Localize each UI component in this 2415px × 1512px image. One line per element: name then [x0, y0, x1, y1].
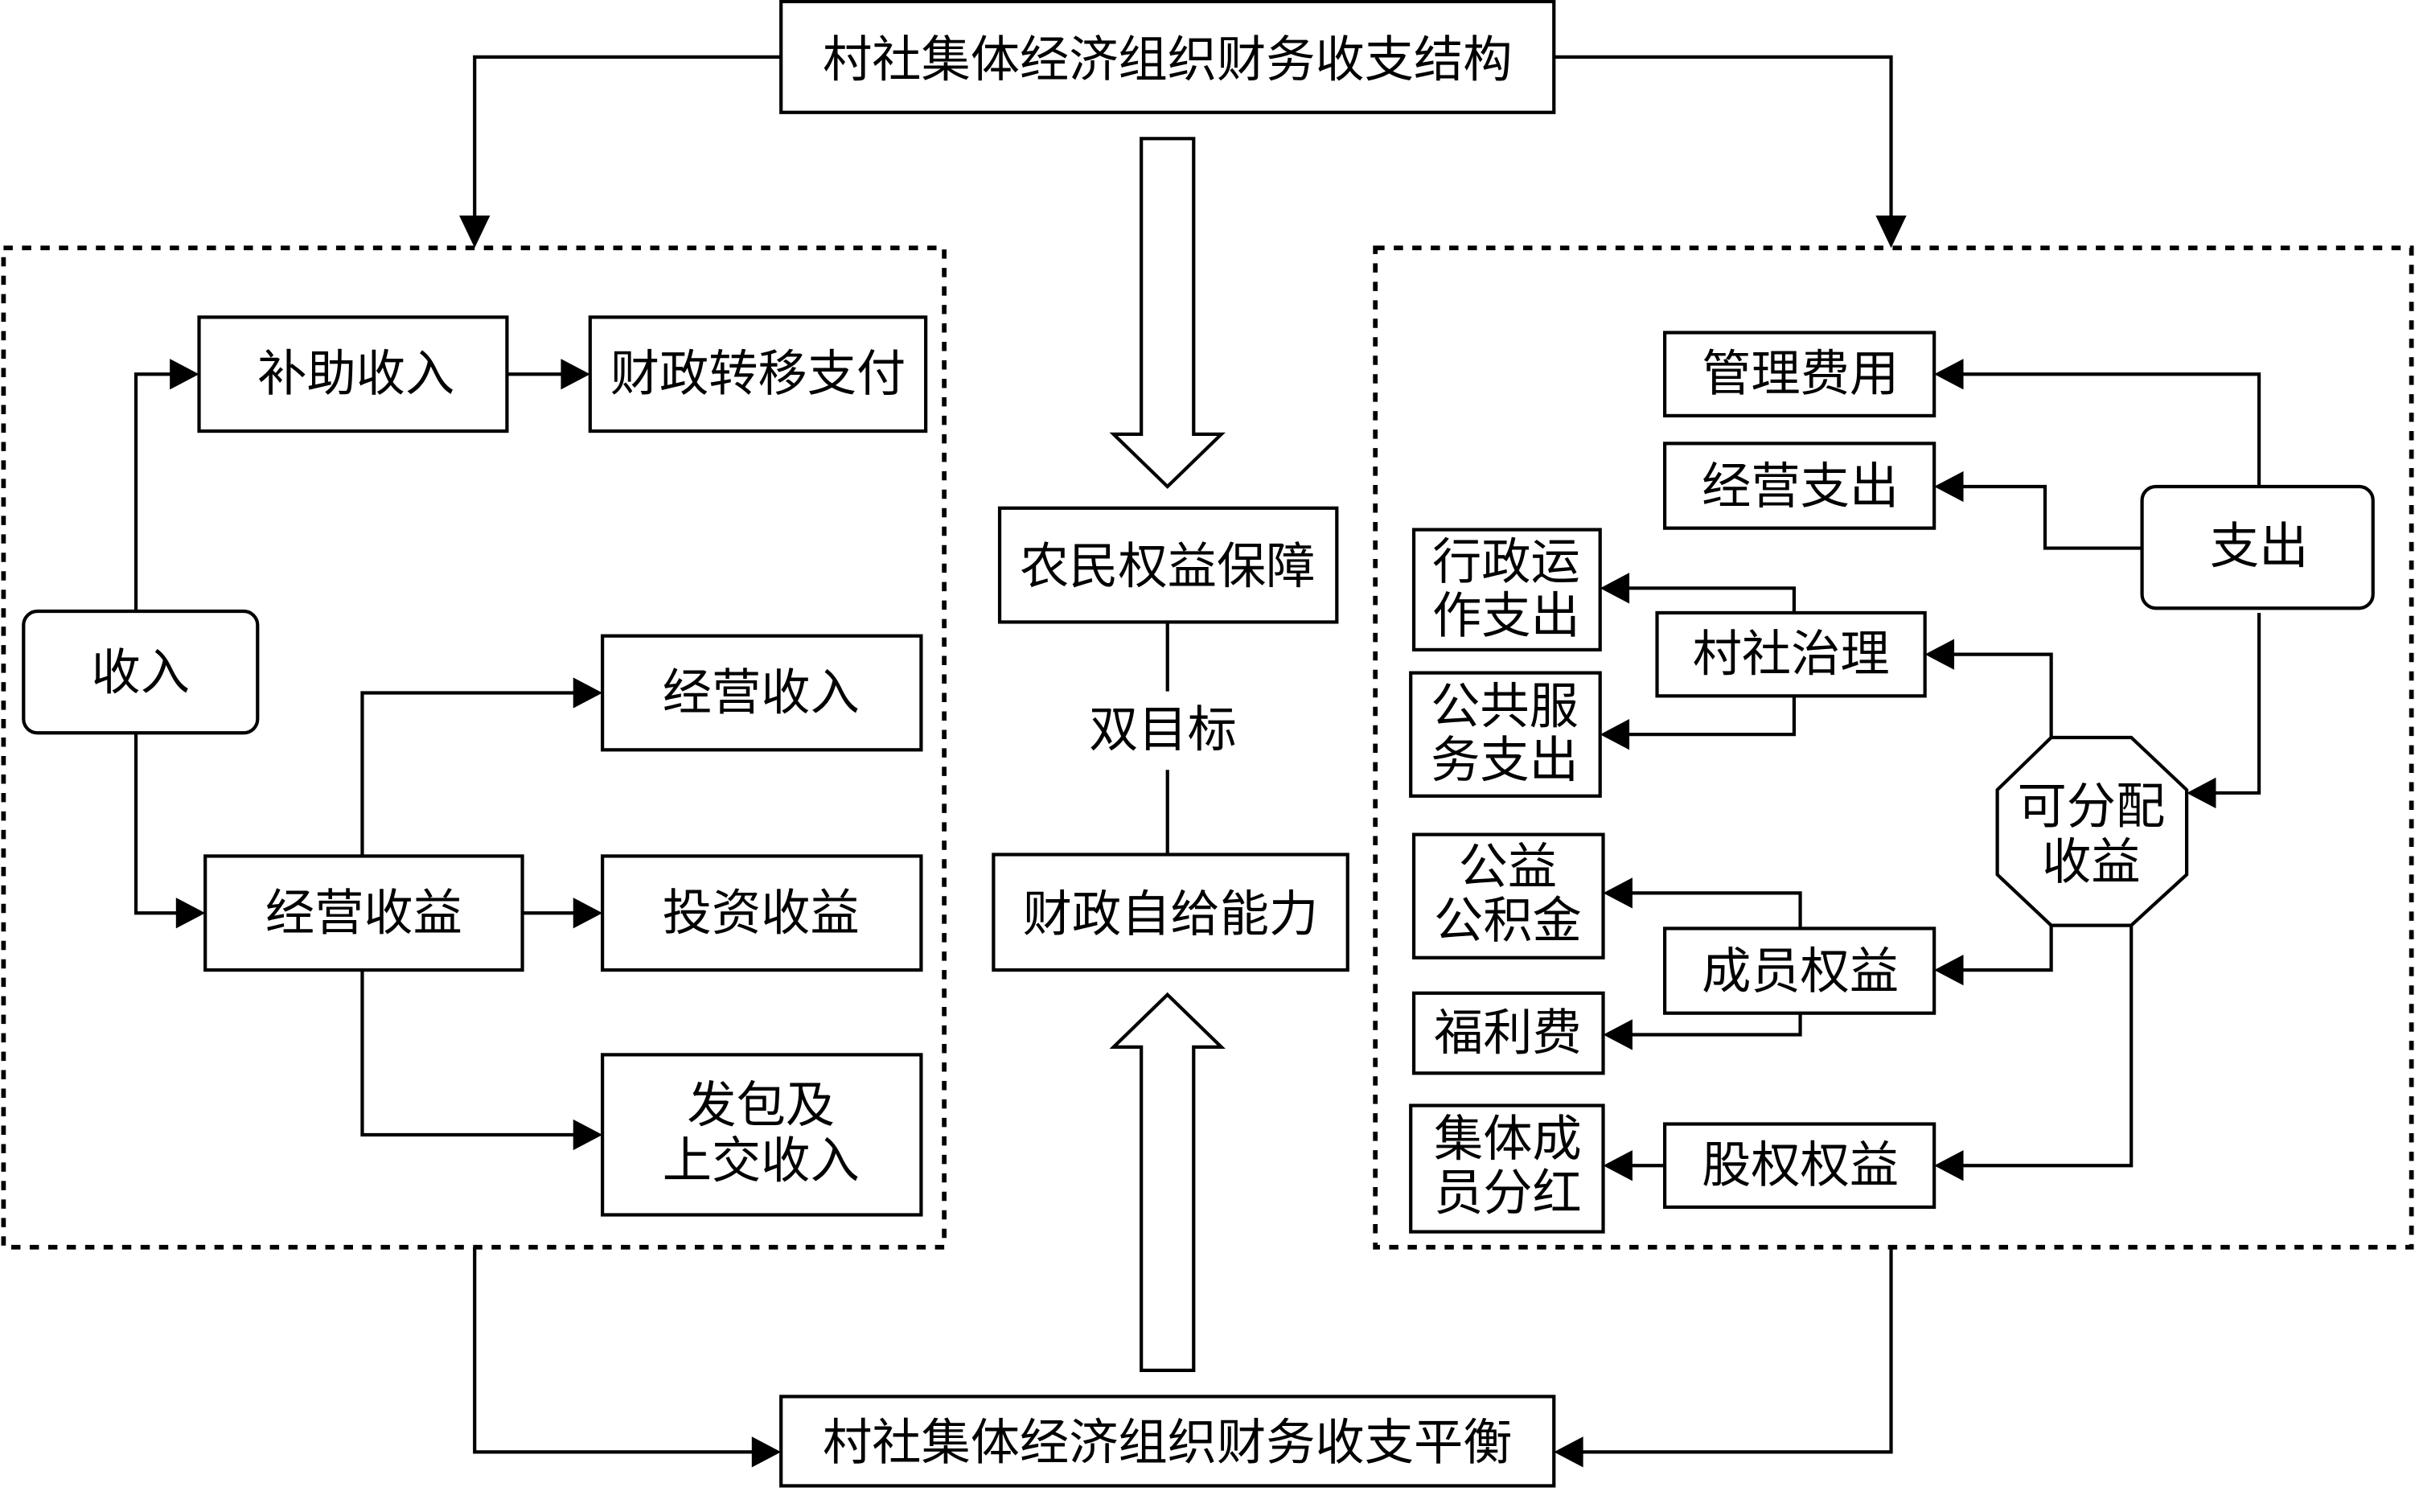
member-rights-node: 成员权益: [1662, 927, 1937, 1015]
arrowhead-down-icon: [459, 216, 491, 249]
admin-operation-expense-node: 行政运 作支出: [1411, 528, 1602, 652]
expense-root-node: 支出: [2140, 484, 2375, 610]
arrowhead-right-icon: [175, 898, 206, 929]
expense-panel: [1373, 245, 2414, 1250]
bottom-title-label: 村社集体经济组织财务收支平衡: [823, 1414, 1513, 1471]
village-governance-node: 村社治理: [1655, 610, 1927, 698]
distributable-income-label-line1: 可分配: [2018, 779, 2166, 836]
public-welfare-fund-node: 公益 公积金: [1411, 832, 1605, 959]
investment-gain-label: 投资收益: [663, 885, 860, 942]
bottom-title-node: 村社集体经济组织财务收支平衡: [779, 1395, 1556, 1488]
arrowhead-right-icon: [561, 359, 590, 390]
connector-expense-to-distributable: [2203, 612, 2261, 795]
distributable-income-node: 可分配 收益: [1995, 735, 2189, 927]
connector-gain-to-operating-income: [360, 691, 586, 857]
member-dividend-label-line2: 员分红: [1434, 1165, 1582, 1222]
expense-root-label: 支出: [2210, 518, 2309, 575]
income-root-label: 收入: [92, 644, 191, 701]
operating-gain-node: 经营收益: [203, 854, 524, 972]
connector-income-to-subsidy: [133, 372, 183, 612]
connector-governance-to-public-service: [1616, 696, 1797, 737]
arrowhead-left-icon: [1600, 573, 1630, 604]
equity-rights-node: 股权权益: [1662, 1122, 1937, 1210]
arrowhead-right-icon: [751, 1436, 782, 1468]
connector-gain-to-contract: [360, 970, 586, 1137]
operating-expense-label: 经营支出: [1702, 458, 1899, 515]
income-root-node: 收入: [22, 609, 260, 735]
arrowhead-left-icon: [2187, 777, 2216, 809]
operating-income-label: 经营收入: [663, 664, 860, 721]
arrowhead-right-icon: [573, 898, 603, 929]
subsidy-income-node: 补助收入: [197, 315, 509, 433]
top-title-node: 村社集体经济组织财务收支结构: [779, 0, 1556, 114]
fiscal-transfer-node: 财政转移支付: [588, 315, 928, 433]
arrowhead-left-icon: [1600, 719, 1630, 750]
contract-income-node: 发包及 上交收入: [601, 1053, 923, 1217]
connector-expense-to-balance: [1571, 1247, 1893, 1454]
equity-rights-label: 股权权益: [1702, 1137, 1899, 1194]
connector-member-to-welfare-fund: [1620, 891, 1802, 929]
public-service-expense-node: 公共服 务支出: [1409, 671, 1602, 798]
connector-distributable-to-member-rights: [1951, 925, 2053, 972]
hollow-arrow-down-icon: [1109, 137, 1226, 489]
welfare-fee-node: 福利费: [1411, 991, 1605, 1075]
arrowhead-right-icon: [573, 1119, 603, 1151]
connector-top-to-income: [473, 55, 782, 228]
arrowhead-left-icon: [1934, 470, 1964, 503]
arrowhead-left-icon: [1554, 1436, 1583, 1468]
goal-farmer-rights-node: 农民权益保障: [997, 506, 1339, 624]
member-dividend-node: 集体成 员分红: [1409, 1103, 1605, 1234]
member-rights-label: 成员权益: [1702, 943, 1899, 1000]
arrowhead-down-icon: [1875, 216, 1907, 249]
arrowhead-left-icon: [1934, 954, 1964, 986]
arrowhead-left-icon: [1924, 639, 1955, 670]
public-welfare-fund-label-line1: 公益: [1459, 838, 1557, 895]
arrowhead-left-icon: [1603, 1019, 1633, 1050]
operating-gain-label: 经营收益: [265, 885, 462, 942]
admin-operation-label-line2: 作支出: [1432, 587, 1580, 644]
contract-income-label-line1: 发包及: [687, 1077, 835, 1134]
arrowhead-left-icon: [1603, 877, 1633, 909]
distributable-income-label-line2: 收益: [2042, 834, 2141, 891]
management-cost-node: 管理费用: [1662, 331, 1937, 418]
dual-goal-label: 双目标: [1089, 701, 1237, 758]
goal-farmer-rights-label: 农民权益保障: [1020, 538, 1316, 595]
fiscal-transfer-label: 财政转移支付: [610, 346, 906, 403]
subsidy-income-label: 补助收入: [257, 346, 454, 403]
management-cost-label: 管理费用: [1702, 346, 1899, 403]
admin-operation-label-line1: 行政运: [1432, 533, 1580, 590]
contract-income-label-line2: 上交收入: [663, 1132, 860, 1189]
connector-expense-to-operating: [1951, 484, 2142, 550]
connector-income-to-operating-gain: [133, 733, 189, 915]
connector-expense-to-management: [1951, 372, 2261, 487]
operating-expense-node: 经营支出: [1662, 442, 1937, 530]
connector-distributable-to-governance: [1941, 652, 2053, 738]
arrowhead-right-icon: [573, 677, 603, 709]
arrowhead-right-icon: [170, 359, 199, 390]
connector-distributable-to-equity: [1951, 925, 2134, 1168]
connector-top-to-expense: [1554, 55, 1893, 228]
goal-fiscal-self-sufficiency-node: 财政自给能力: [992, 853, 1349, 972]
connector-governance-to-admin: [1616, 586, 1797, 613]
public-service-label-line1: 公共服: [1431, 678, 1579, 735]
public-service-label-line2: 务支出: [1431, 732, 1579, 789]
goal-fiscal-self-sufficiency-label: 财政自给能力: [1023, 886, 1319, 943]
connector-income-to-balance: [473, 1247, 765, 1454]
operating-income-node: 经营收入: [601, 634, 923, 752]
arrowhead-left-icon: [1603, 1150, 1633, 1181]
public-welfare-fund-label-line2: 公积金: [1434, 892, 1582, 949]
connector-member-to-welfare-fee: [1620, 1013, 1802, 1037]
arrowhead-left-icon: [1934, 359, 1964, 390]
top-title-label: 村社集体经济组织财务收支结构: [823, 31, 1513, 88]
arrowhead-left-icon: [1934, 1150, 1964, 1181]
welfare-fee-label: 福利费: [1434, 1005, 1582, 1062]
member-dividend-label-line1: 集体成: [1434, 1111, 1582, 1168]
investment-gain-node: 投资收益: [601, 854, 923, 972]
village-governance-label: 村社治理: [1693, 626, 1890, 683]
hollow-arrow-up-icon: [1109, 992, 1226, 1372]
